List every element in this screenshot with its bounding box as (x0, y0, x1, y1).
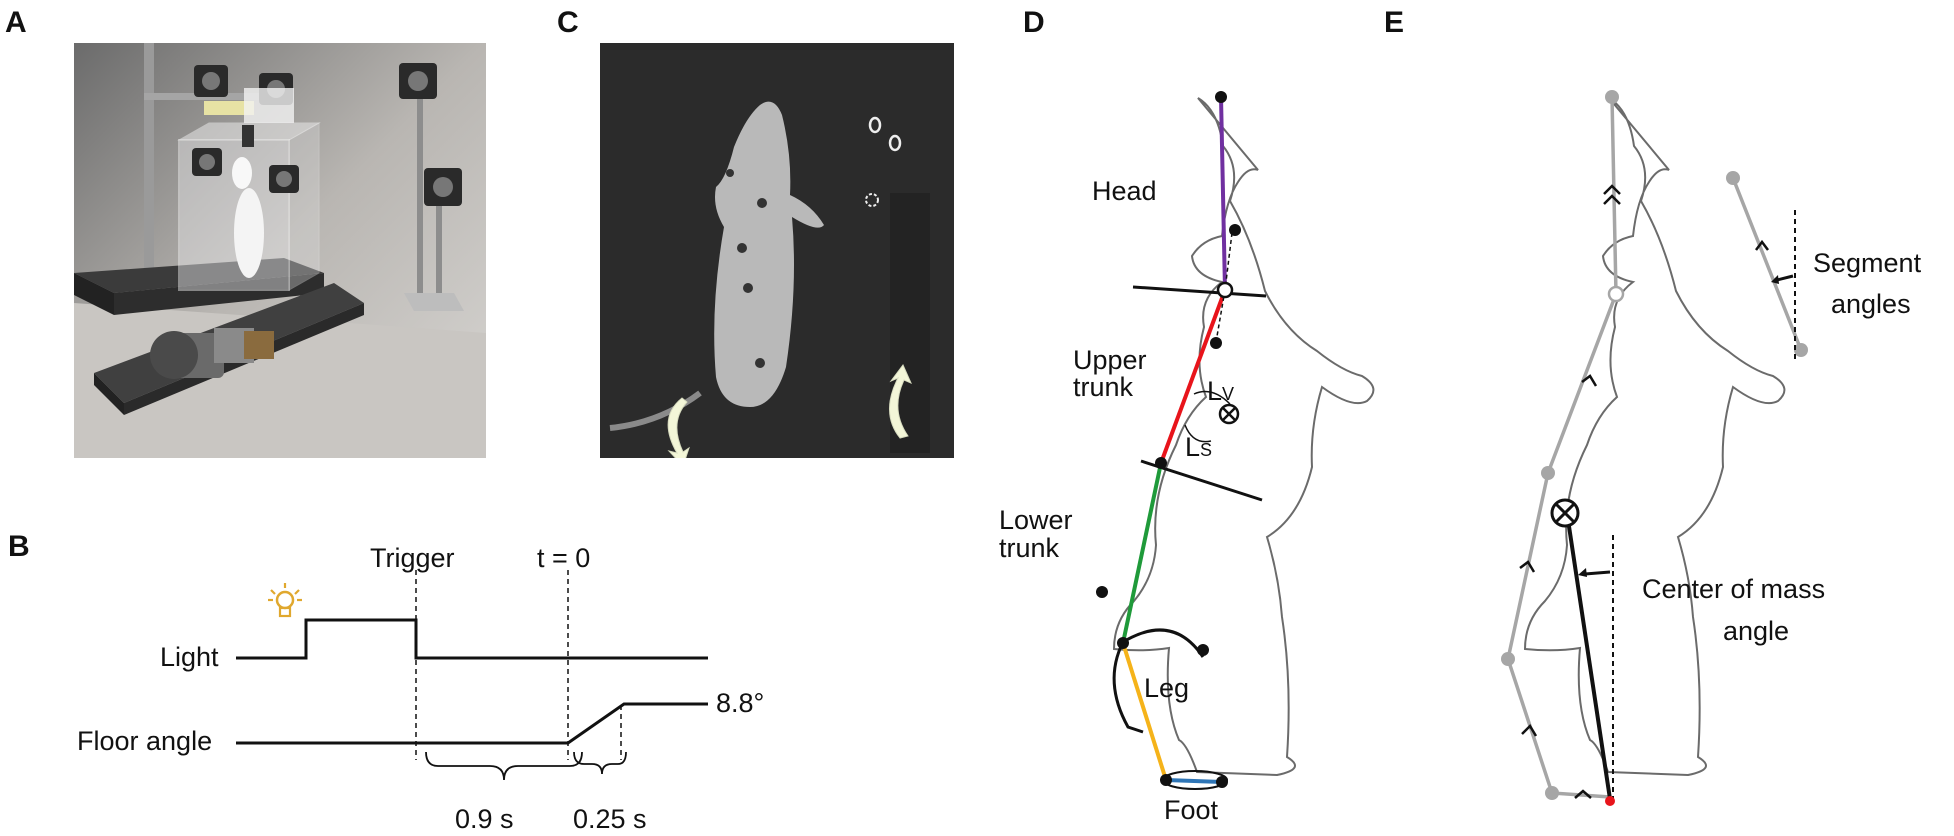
center-of-mass-icon (1218, 403, 1240, 425)
delay-label: 0.9 s (455, 804, 514, 834)
trigger-label: Trigger (370, 543, 455, 573)
apparatus-illustration (74, 43, 486, 458)
com-angle-label-line2: angle (1723, 616, 1790, 646)
segment-angle-example (1731, 177, 1803, 351)
panel-letter-a: A (5, 6, 27, 39)
lightbulb-icon (268, 583, 302, 618)
foot-segment (1165, 778, 1223, 784)
panel-letter-c: C (557, 6, 579, 39)
foot-label: Foot (1164, 795, 1219, 825)
rotation-arrow-icon (667, 397, 690, 458)
rat-outline (1523, 97, 1786, 777)
floor-angle-label: Floor angle (77, 726, 213, 756)
com-line (1565, 512, 1612, 800)
ls-label: LS (1185, 432, 1213, 462)
floor-angle-trace (236, 702, 708, 745)
segment-chain (1506, 96, 1618, 799)
angle-value-label: 8.8° (716, 688, 765, 718)
light-label: Light (160, 642, 219, 672)
segment-model-diagram (1096, 91, 1375, 790)
rotation-arrow-icon (889, 364, 912, 439)
panel-letter-b: B (8, 530, 30, 563)
lower-trunk-label-line2: trunk (999, 533, 1060, 563)
lv-label: LV (1207, 376, 1235, 406)
com-angle-label-line1: Center of mass (1642, 574, 1826, 604)
segment-angles-label-line2: angles (1831, 289, 1911, 319)
panel-letter-e: E (1384, 6, 1405, 39)
leg-label: Leg (1144, 673, 1190, 703)
delay-brace (425, 751, 583, 781)
upper-trunk-label-line1: Upper (1073, 345, 1147, 375)
timing-diagram (236, 570, 708, 781)
lower-trunk-label-line1: Lower (999, 505, 1073, 535)
lower-trunk-segment (1121, 462, 1163, 644)
leg-segment (1121, 642, 1168, 781)
angle-definition-diagram (1501, 90, 1808, 806)
t0-label: t = 0 (537, 543, 591, 573)
center-of-mass-icon (1550, 498, 1580, 528)
head-label: Head (1092, 176, 1157, 206)
tilt-duration-brace (573, 751, 627, 775)
camera-frame-photo (600, 43, 954, 458)
light-trace (236, 618, 708, 660)
segment-angles-label-line1: Segment (1813, 248, 1922, 278)
head-segment (1219, 96, 1227, 291)
upper-trunk-segment (1159, 289, 1227, 464)
panel-letter-d: D (1023, 6, 1045, 39)
tilt-duration-label: 0.25 s (573, 804, 647, 834)
upper-trunk-label-line2: trunk (1073, 372, 1134, 402)
